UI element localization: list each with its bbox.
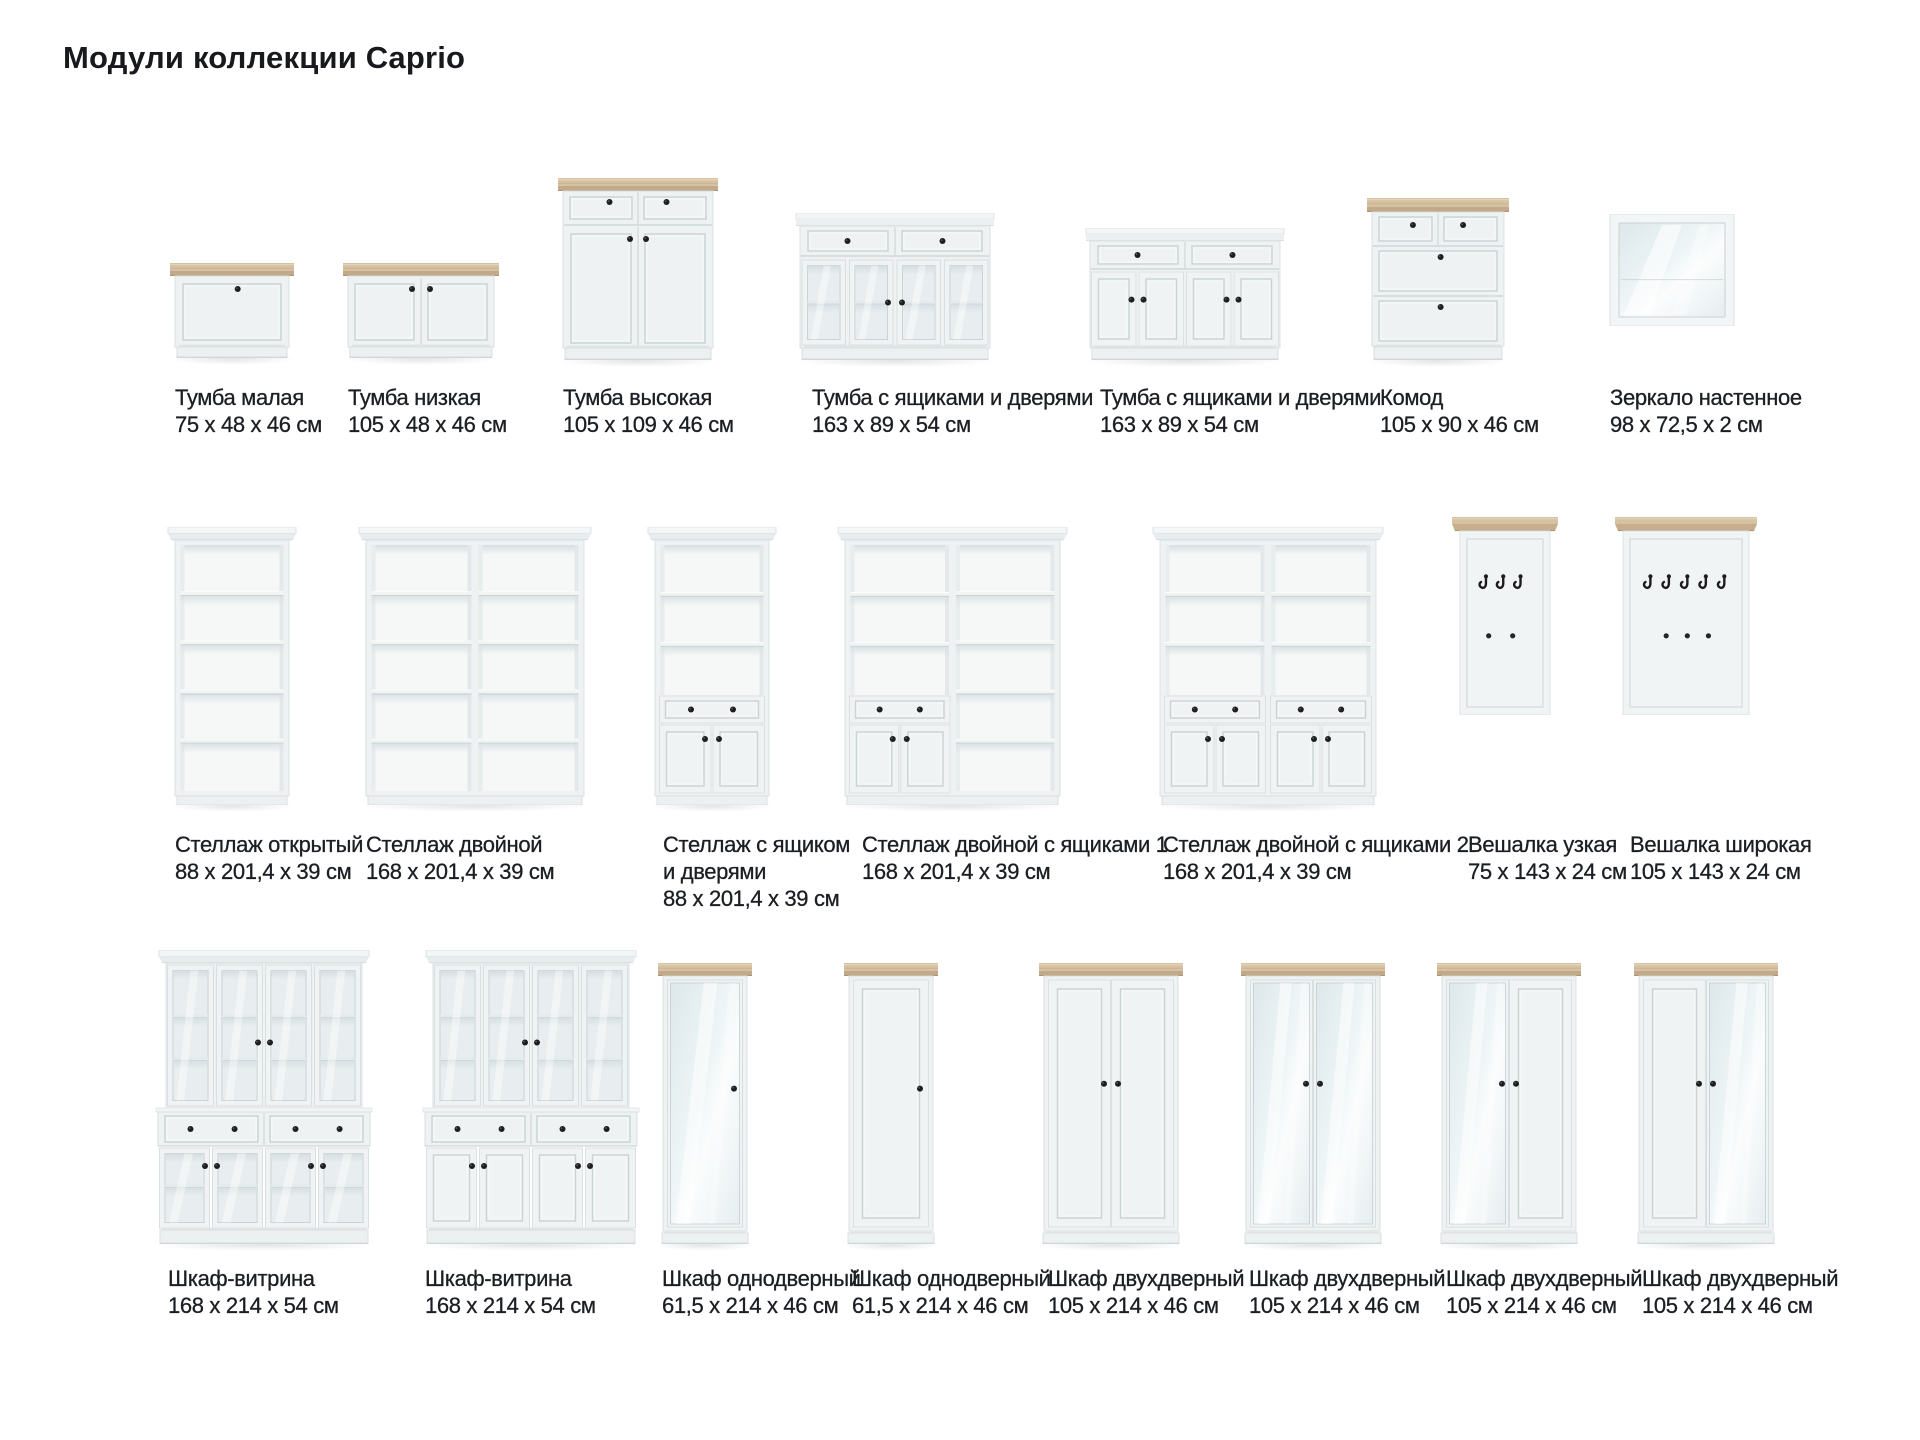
product-name: Стеллаж открытый <box>175 832 364 857</box>
product-name: Зеркало настенное <box>1610 385 1802 410</box>
furniture-cab-low <box>336 263 506 359</box>
product-name: Стеллаж с ящиком и дверями <box>663 832 851 884</box>
product-dims: 105 x 48 x 46 см <box>348 412 507 437</box>
product-name: Шкаф двухдверный <box>1446 1266 1643 1291</box>
furniture-sideboard-glass <box>788 212 1002 361</box>
page-title: Модули коллекции Caprio <box>63 40 466 75</box>
product-dims: 168 x 201,4 x 39 см <box>1163 859 1352 884</box>
product-dims: 105 x 143 x 24 см <box>1630 859 1801 884</box>
product-name: Шкаф двухдверный <box>1048 1266 1245 1291</box>
furniture-shelf-open <box>163 526 301 806</box>
product-dims: 61,5 x 214 x 46 см <box>662 1293 839 1318</box>
furniture-wardrobe-2door-solid <box>1031 963 1191 1245</box>
furniture-wardrobe-1door-mirror <box>650 963 760 1245</box>
product-dims: 105 x 214 x 46 см <box>1642 1293 1813 1318</box>
product-dims: 75 x 143 x 24 см <box>1468 859 1627 884</box>
furniture-hanger-narrow <box>1445 517 1565 716</box>
product-dims: 168 x 214 x 54 см <box>425 1293 596 1318</box>
furniture-vitrine-solid <box>413 949 649 1245</box>
furniture-cab-tall <box>551 178 725 361</box>
product-dims: 163 x 89 x 54 см <box>812 412 971 437</box>
product-dims: 88 x 201,4 x 39 см <box>663 886 840 911</box>
product-dims: 168 x 201,4 x 39 см <box>366 859 555 884</box>
product-name: Комод <box>1380 385 1444 410</box>
furniture-wall-mirror <box>1598 213 1746 327</box>
product-dims: 98 x 72,5 x 2 см <box>1610 412 1763 437</box>
product-dims: 163 x 89 x 54 см <box>1100 412 1259 437</box>
product-dims: 105 x 214 x 46 см <box>1249 1293 1420 1318</box>
product-dims: 105 x 90 x 46 см <box>1380 412 1539 437</box>
product-dims: 105 x 214 x 46 см <box>1048 1293 1219 1318</box>
furniture-hanger-wide <box>1608 517 1764 716</box>
product-name: Стеллаж двойной с ящиками 1 <box>862 832 1168 857</box>
product-dims: 75 x 48 x 46 см <box>175 412 323 437</box>
product-name: Тумба малая <box>175 385 304 410</box>
product-name: Шкаф-витрина <box>425 1266 572 1291</box>
product-name: Тумба с ящиками и дверями <box>1100 385 1382 410</box>
product-name: Тумба низкая <box>348 385 482 410</box>
product-name: Тумба высокая <box>563 385 713 410</box>
furniture-wardrobe-1door-solid <box>836 963 946 1245</box>
product-name: Шкаф однодверный <box>662 1266 861 1291</box>
product-dims: 105 x 109 x 46 см <box>563 412 734 437</box>
furniture-shelf-double <box>354 526 596 806</box>
product-name: Вешалка широкая <box>1630 832 1812 857</box>
product-dims: 168 x 214 x 54 см <box>168 1293 339 1318</box>
furniture-shelf-double-combo-1 <box>833 526 1072 806</box>
furniture-wardrobe-2door-solid-mirror <box>1626 963 1786 1245</box>
furniture-wardrobe-2door-mirror-mirror <box>1233 963 1393 1245</box>
product-dims: 61,5 x 214 x 46 см <box>852 1293 1029 1318</box>
product-name: Стеллаж двойной с ящиками 2 <box>1163 832 1469 857</box>
furniture-wardrobe-2door-mirror-solid <box>1429 963 1589 1245</box>
product-name: Вешалка узкая <box>1468 832 1618 857</box>
product-name: Стеллаж двойной <box>366 832 543 857</box>
furniture-shelf-combo <box>643 526 781 806</box>
product-name: Шкаф двухдверный <box>1249 1266 1446 1291</box>
product-dims: 105 x 214 x 46 см <box>1446 1293 1617 1318</box>
product-name: Шкаф двухдверный <box>1642 1266 1839 1291</box>
product-dims: 88 x 201,4 x 39 см <box>175 859 352 884</box>
furniture-vitrine-glass <box>146 949 382 1245</box>
furniture-chest-of-drawers <box>1360 198 1516 361</box>
furniture-cab-small <box>163 263 301 359</box>
product-name: Тумба с ящиками и дверями <box>812 385 1094 410</box>
furniture-shelf-double-combo-2 <box>1148 526 1388 806</box>
product-name: Шкаф однодверный <box>852 1266 1051 1291</box>
furniture-sideboard-solid <box>1078 227 1292 361</box>
product-dims: 168 x 201,4 x 39 см <box>862 859 1051 884</box>
product-name: Шкаф-витрина <box>168 1266 315 1291</box>
